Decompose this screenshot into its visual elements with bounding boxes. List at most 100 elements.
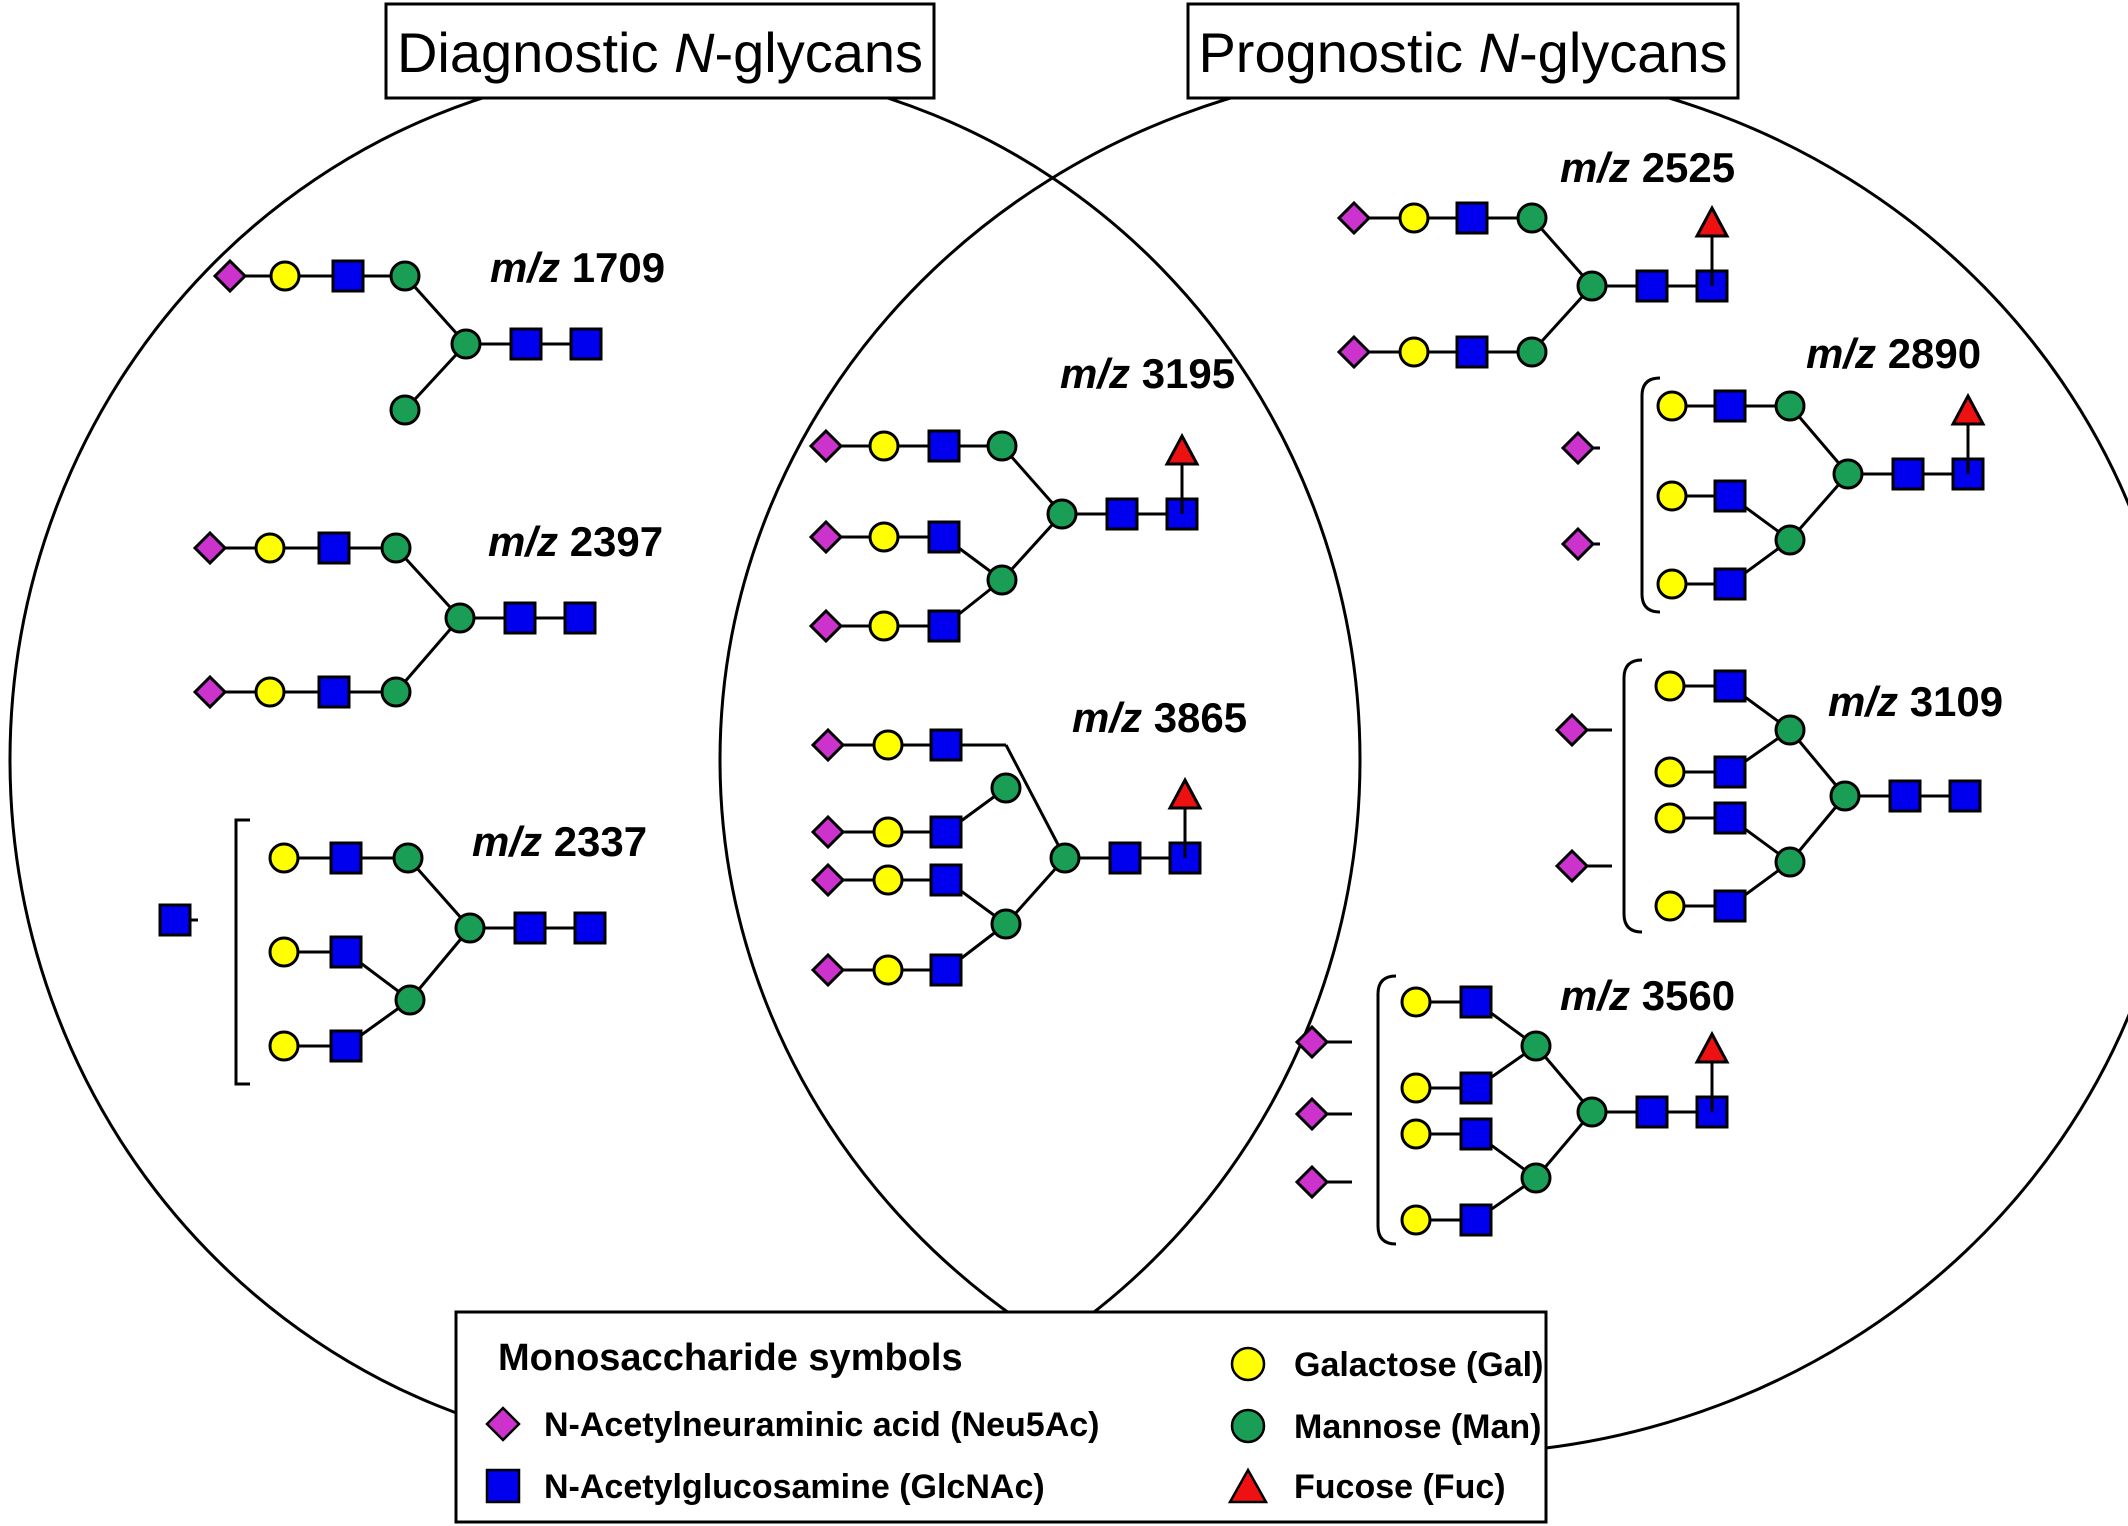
mannose-icon xyxy=(1774,390,1806,422)
mannose-icon xyxy=(450,328,482,360)
glcnac-icon xyxy=(929,953,963,987)
mz-label-3195: m/z 3195 xyxy=(1060,350,1235,397)
linkage-line xyxy=(406,857,472,929)
galactose-icon xyxy=(1654,756,1686,788)
mz-label-3109: m/z 3109 xyxy=(1828,678,2003,725)
fuc-legend-icon xyxy=(1227,1467,1269,1504)
glcnac-icon xyxy=(1455,335,1489,369)
fucose-icon xyxy=(1164,432,1200,466)
glcnac-icon xyxy=(158,903,192,937)
svg-text:Prognostic N-glycans: Prognostic N-glycans xyxy=(1198,21,1727,84)
galactose-icon xyxy=(269,260,301,292)
mz-label-2397: m/z 2397 xyxy=(488,518,663,565)
prognostic-title-prefix: Prognostic xyxy=(1198,21,1478,84)
galactose-icon xyxy=(1400,1204,1432,1236)
glcnac-icon xyxy=(1713,669,1747,703)
mannose-icon xyxy=(444,602,476,634)
gal-legend-icon xyxy=(1230,1346,1266,1382)
mannose-icon xyxy=(1576,1096,1608,1128)
neu5ac-icon xyxy=(808,608,844,644)
glycan-structures xyxy=(158,200,1986,1246)
glcnac-icon xyxy=(927,429,961,463)
galactose-icon xyxy=(1654,670,1686,702)
galactose-icon xyxy=(1654,802,1686,834)
linkage-line xyxy=(394,617,462,693)
galactose-icon xyxy=(1400,1072,1432,1104)
neu5ac-icon xyxy=(808,428,844,464)
glcnac-icon xyxy=(929,728,963,762)
legend-label-gal: Galactose (Gal) xyxy=(1294,1346,1543,1384)
diagnostic-title-italic: N xyxy=(674,21,715,84)
mannose-icon xyxy=(380,532,412,564)
galactose-icon xyxy=(1398,202,1430,234)
glcnac-icon xyxy=(1713,389,1747,423)
legend: Monosaccharide symbols N-Acetylneuramini… xyxy=(454,1310,1548,1524)
neu5ac-icon xyxy=(1294,1096,1330,1132)
linkage-line xyxy=(1004,744,1067,859)
fucose-icon xyxy=(1694,204,1730,238)
mz-label-3865: m/z 3865 xyxy=(1072,694,1247,741)
mannose-icon xyxy=(1829,780,1861,812)
neu5ac-icon xyxy=(192,674,228,710)
galactose-icon xyxy=(872,864,904,896)
mz-label-2337: m/z 2337 xyxy=(472,818,647,865)
man-legend-icon xyxy=(1230,1408,1266,1444)
galactose-icon xyxy=(868,521,900,553)
glcnac-icon xyxy=(329,935,363,969)
galactose-icon xyxy=(1398,336,1430,368)
neu5ac-icon xyxy=(1294,1164,1330,1200)
legend-label-glcnac: N-Acetylglucosamine (GlcNAc) xyxy=(544,1468,1045,1506)
galactose-icon xyxy=(872,729,904,761)
mannose-icon xyxy=(1774,524,1806,556)
neu5ac-icon xyxy=(810,952,846,988)
glcnac-icon xyxy=(929,815,963,849)
glcnac-icon xyxy=(1635,269,1669,303)
mannose-icon xyxy=(990,772,1022,804)
glcnac-legend-icon xyxy=(485,1468,521,1504)
glcnac-icon xyxy=(1105,497,1139,531)
mannose-icon xyxy=(990,908,1022,940)
glcnac-icon xyxy=(573,911,607,945)
glcnac-icon xyxy=(1713,755,1747,789)
neu5ac-icon xyxy=(1554,848,1590,884)
glcnac-icon xyxy=(1713,479,1747,513)
glcnac-icon xyxy=(1891,457,1925,491)
mz-label-2890: m/z 2890 xyxy=(1806,330,1981,377)
mannose-icon xyxy=(1576,270,1608,302)
glcnac-icon xyxy=(563,601,597,635)
mannose-icon xyxy=(986,430,1018,462)
galactose-icon xyxy=(268,936,300,968)
glcnac-icon xyxy=(513,911,547,945)
linkage-line xyxy=(394,546,462,620)
legend-label-neu5ac: N-Acetylneuraminic acid (Neu5Ac) xyxy=(544,1406,1100,1444)
prognostic-title: Prognostic N-glycans xyxy=(1186,2,1740,100)
glcnac-icon xyxy=(569,327,603,361)
bracket xyxy=(1376,974,1397,1246)
neu5ac-icon xyxy=(1560,430,1596,466)
glcnac-icon xyxy=(1459,1203,1493,1237)
galactose-icon xyxy=(1656,480,1688,512)
glcnac-icon xyxy=(1713,801,1747,835)
bracket xyxy=(1640,376,1661,614)
galactose-icon xyxy=(1656,568,1688,600)
neu5ac-icon xyxy=(1336,200,1372,236)
neu5ac-icon xyxy=(212,258,248,294)
glcnac-icon xyxy=(317,675,351,709)
galactose-icon xyxy=(872,954,904,986)
neu5ac-icon xyxy=(1294,1024,1330,1060)
prognostic-title-italic: N xyxy=(1479,21,1520,84)
neu5ac-icon xyxy=(810,814,846,850)
glcnac-icon xyxy=(331,259,365,293)
galactose-icon xyxy=(254,532,286,564)
glcnac-icon xyxy=(1455,201,1489,235)
neu5ac-icon xyxy=(808,519,844,555)
fucose-icon xyxy=(1167,776,1203,810)
neu5ac-icon xyxy=(1554,712,1590,748)
galactose-icon xyxy=(1400,1118,1432,1150)
glcnac-icon xyxy=(1713,889,1747,923)
mannose-icon xyxy=(1049,842,1081,874)
mannose-icon xyxy=(394,984,426,1016)
glcnac-icon xyxy=(1948,779,1982,813)
mannose-icon xyxy=(389,260,421,292)
